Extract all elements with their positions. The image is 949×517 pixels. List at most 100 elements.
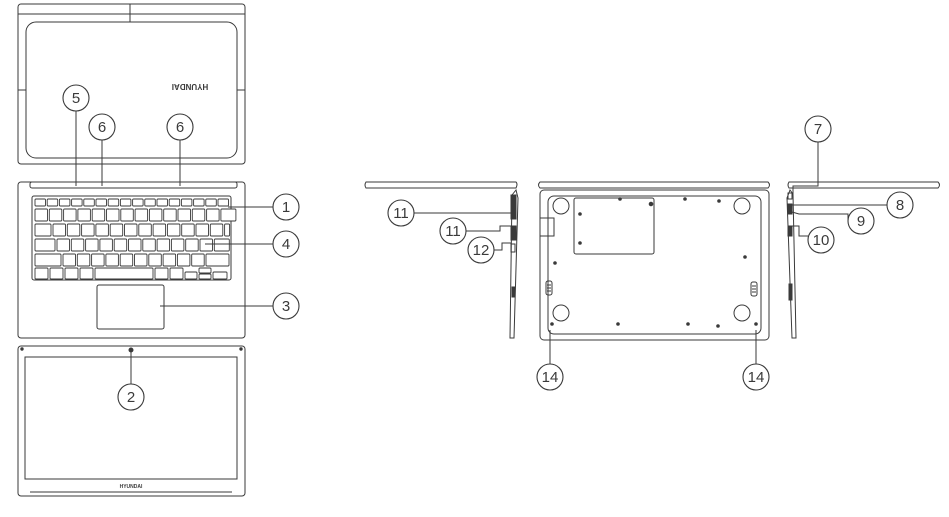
keyboard-key: [198, 273, 212, 280]
keyboard-key: [138, 223, 152, 237]
keyboard-key: [113, 238, 128, 252]
speaker-grille-right: [750, 281, 758, 297]
keyboard-key: [105, 253, 119, 267]
svg-text:6: 6: [176, 119, 184, 136]
keyboard-key: [209, 223, 224, 237]
callout-2: 2: [117, 383, 145, 411]
callout-14-right: 14: [742, 363, 770, 391]
callout-6-left: 6: [88, 113, 116, 141]
keyboard-key: [168, 198, 181, 207]
keyboard-key: [95, 198, 107, 207]
keyboard-key: [180, 198, 193, 207]
svg-text:2: 2: [127, 389, 135, 406]
keyboard-key: [191, 208, 206, 222]
laptop-lid-top-view: HYUNDAI: [17, 3, 246, 165]
keyboard-key: [184, 271, 198, 280]
keyboard-key: [206, 208, 220, 222]
keyboard-key: [162, 253, 177, 267]
keyboard-key: [156, 238, 171, 252]
svg-text:9: 9: [857, 213, 865, 230]
svg-text:4: 4: [282, 236, 290, 253]
callout-3: 3: [272, 292, 300, 320]
callout-8: 8: [886, 191, 914, 219]
keyboard-key: [120, 208, 134, 222]
keyboard-key: [34, 208, 48, 222]
callout-4: 4: [272, 230, 300, 258]
keyboard-key: [107, 198, 120, 207]
keyboard-key: [128, 238, 142, 252]
keyboard-key: [83, 198, 95, 207]
svg-text:6: 6: [98, 119, 106, 136]
keyboard-key: [76, 253, 91, 267]
keyboard-key: [205, 198, 217, 207]
callout-13: 12: [467, 236, 495, 264]
keyboard-key: [191, 253, 205, 267]
svg-text:7: 7: [814, 121, 822, 138]
svg-text:1: 1: [282, 199, 290, 216]
keyboard-key: [94, 267, 154, 280]
keyboard-key: [46, 198, 59, 207]
keyboard-key: [177, 208, 191, 222]
keyboard-key: [217, 198, 229, 207]
keyboard-key: [148, 208, 163, 222]
keyboard-key: [195, 223, 209, 237]
keyboard-key: [52, 223, 66, 237]
speaker-grille-left: [545, 280, 553, 296]
keyboard-key: [154, 267, 169, 280]
callout-7: 7: [804, 115, 832, 143]
keyboard-key: [77, 208, 91, 222]
leader-lines: [75, 111, 887, 384]
callout-14-left: 14: [536, 363, 564, 391]
laptop-bottom-view: [538, 181, 770, 341]
keyboard-key: [198, 267, 212, 274]
keyboard-key: [166, 223, 181, 237]
keyboard-key: [156, 198, 168, 207]
keyboard-key: [64, 267, 79, 280]
callout-1: 1: [272, 193, 300, 221]
webcam: [128, 347, 134, 353]
svg-text:11: 11: [393, 205, 409, 222]
keyboard-key: [66, 223, 81, 237]
laptop-keyboard-deck: [17, 181, 246, 339]
keyboard-key: [142, 238, 156, 252]
keyboard-key: [109, 223, 124, 237]
keyboard-key: [199, 238, 213, 252]
callout-5: 5: [62, 84, 90, 112]
svg-text:10: 10: [813, 232, 830, 249]
keyboard-key: [99, 238, 113, 252]
keyboard-key: [56, 238, 70, 252]
keyboard-key: [220, 208, 237, 222]
keyboard-key: [49, 267, 64, 280]
keyboard-key: [144, 198, 156, 207]
keyboard-key: [34, 238, 56, 252]
keyboard-key: [213, 238, 230, 252]
keyboard-key: [106, 208, 120, 222]
keyboard-key: [134, 253, 148, 267]
keyboard-key: [34, 198, 46, 207]
keyboard-key: [71, 198, 83, 207]
keyboard-key: [212, 271, 228, 280]
keyboard-key: [181, 223, 195, 237]
laptop-left-side-view: [364, 181, 519, 339]
keyboard-key: [58, 198, 71, 207]
service-panel: [573, 197, 655, 255]
keyboard-key: [95, 223, 109, 237]
keyboard-key: [91, 253, 105, 267]
keyboard-key: [224, 223, 231, 237]
keyboard-key: [34, 223, 52, 237]
callout-6-right: 6: [166, 113, 194, 141]
svg-text:12: 12: [473, 242, 490, 259]
callout-11: 11: [387, 199, 415, 227]
touchpad: [96, 284, 165, 330]
svg-text:8: 8: [896, 197, 904, 214]
keyboard-key: [152, 223, 167, 237]
keyboard-key: [134, 208, 149, 222]
keyboard-key: [193, 198, 205, 207]
lid-logo: HYUNDAI: [172, 82, 208, 91]
bottom-port: [539, 217, 555, 237]
keyboard-key: [132, 198, 144, 207]
callout-12: 11: [439, 217, 467, 245]
callout-9: 9: [847, 207, 875, 235]
